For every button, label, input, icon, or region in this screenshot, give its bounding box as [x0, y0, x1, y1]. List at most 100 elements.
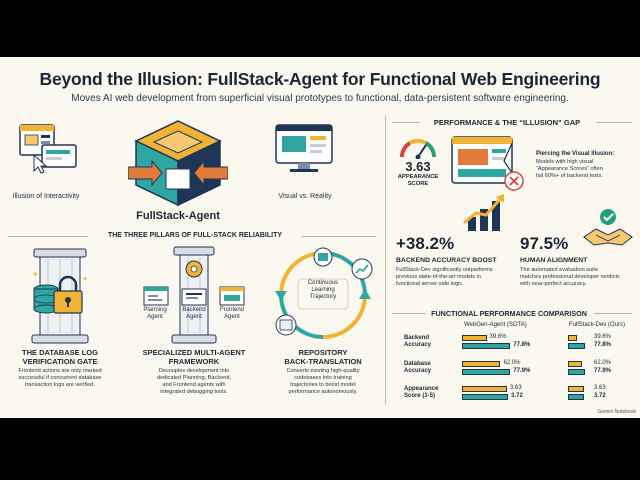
comp-row-3-label-1: Appearance	[404, 386, 439, 392]
comp-row-2-label-1: Database	[404, 361, 431, 367]
pillar-2-title-line-1: SPECIALIZED MULTI-AGENT	[142, 348, 246, 357]
comp-col-webgen: WebGen-Agent (SOTA)	[464, 322, 527, 328]
human-alignment-desc-3: with near-perfect accuracy.	[520, 281, 587, 287]
pillar-1-desc-line-3: transaction logs are verified.	[25, 382, 95, 388]
human-alignment-desc-2: matches professional developer verdicts	[520, 274, 620, 280]
backend-agent-label-1: Backend	[182, 307, 206, 313]
pillar-2-desc-line-3: and Frontend agents with	[162, 382, 226, 388]
page-title: Beyond the Illusion: FullStack-Agent for…	[39, 69, 601, 89]
comp-row-1-label-2: Accuracy	[404, 342, 432, 348]
pillars-rule-right	[302, 236, 376, 237]
frontend-agent-label-1: Frontend	[219, 307, 244, 313]
human-alignment-desc-1: The automated evaluation suite	[520, 267, 599, 273]
gap-rule-left	[392, 122, 420, 123]
pillars-rule-left	[8, 236, 88, 237]
webgen-bar-b-row-3	[462, 394, 509, 400]
planning-agent-label-1: Planning	[143, 307, 167, 313]
appearance-score-label-2: SCORE	[407, 181, 429, 187]
fullstack-value-b-row-3: 3.72	[594, 393, 606, 399]
fullstack-value-a-row-3: 3.63	[594, 385, 606, 391]
appearance-score-label-1: APPEARANCE	[397, 174, 439, 180]
visual-vs-reality-illustration	[275, 124, 333, 172]
pillar-1-title-line-1: THE DATABASE LOG	[22, 348, 98, 357]
pillar-1-desc-line-2: successful if concurrent database	[18, 375, 102, 381]
backend-boost-label: BACKEND ACCURACY BOOST	[396, 257, 497, 264]
comp-col-fullstack: FullStack-Dev (Ours)	[569, 322, 626, 328]
backend-boost-desc-2: previous state-of-the-art models in	[396, 274, 481, 280]
page-subtitle: Moves AI web development from superficia…	[71, 93, 569, 104]
comp-row-2-label-2: Accuracy	[404, 368, 432, 374]
piercing-line-1: Models with high visual	[536, 159, 594, 165]
fullstack-value-b-row-2: 77.9%	[594, 368, 612, 374]
handshake-check-icon	[583, 209, 633, 246]
infographic-slide: Beyond the Illusion: FullStack-Agent for…	[0, 57, 640, 418]
webgen-value-b-row-1: 77.8%	[513, 342, 531, 348]
pillar-2-title-line-2: FRAMEWORK	[168, 357, 220, 366]
pillar-1-title-line-2: VERIFICATION GATE	[22, 357, 98, 366]
svg-text:✦: ✦	[82, 275, 88, 283]
visual-vs-reality-label: Visual vs. Reality	[278, 193, 332, 200]
fullstack-agent-label: FullStack-Agent	[136, 210, 220, 222]
fullstack-agent-cube-illustration	[128, 120, 228, 207]
comp-row-3-label-2: Score (1-5)	[404, 393, 436, 399]
fullstack-bar-b-row-3	[568, 394, 585, 400]
webgen-value-a-row-1: 39.6%	[489, 334, 507, 340]
fullstack-value-a-row-2: 62.0%	[594, 360, 612, 366]
webgen-bar-b-row-1	[462, 343, 511, 349]
frontend-agent-label-2: Agent	[224, 314, 240, 320]
backend-boost-value: +38.2%	[396, 234, 455, 253]
comp-heading: FUNCTIONAL PERFORMANCE COMPARISON	[431, 309, 587, 318]
svg-text:✦: ✦	[32, 270, 39, 279]
fullstack-value-a-row-1: 39.6%	[594, 334, 612, 340]
pillar-3-title-line-1: REPOSITORY	[298, 348, 348, 357]
database-lock-pillar-illustration: ✦ ✦	[31, 248, 89, 344]
backend-boost-desc-3: functional server-side logic.	[396, 281, 464, 287]
growth-chart-icon	[463, 194, 504, 231]
fullstack-bar-b-row-2	[568, 369, 586, 375]
comp-row-1-label-1: Backend	[404, 335, 430, 341]
backend-boost-desc-1: FullStack-Dev significantly outperforms	[396, 267, 493, 273]
piercing-line-3: fail 60%+ of backend tests.	[536, 173, 604, 179]
learning-cycle-illustration	[275, 247, 373, 339]
illusion-interactivity-label: Illusion of Interactivity	[12, 193, 80, 200]
cycle-label-3: Trajectory	[309, 294, 337, 300]
gap-rule-right	[596, 122, 632, 123]
appearance-gauge-icon	[399, 138, 437, 159]
planning-agent-label-2: Agent	[147, 314, 163, 320]
cycle-label-2: Learning	[311, 287, 335, 293]
webgen-value-b-row-3: 3.72	[511, 393, 523, 399]
multi-agent-pillar-illustration	[143, 246, 245, 344]
pillar-2-desc-line-1: Decouples development into	[158, 368, 230, 374]
watermark: Gemini Notebook	[597, 409, 636, 415]
appearance-score-value: 3.63	[405, 159, 431, 174]
fullstack-bar-a-row-1	[568, 335, 577, 341]
pillar-3-title-line-2: BACK-TRANSLATION	[284, 357, 362, 366]
pillar-3-desc-line-3: trajectories to boost model	[290, 382, 356, 388]
human-alignment-value: 97.5%	[520, 234, 569, 253]
pillar-3-desc-line-2: codebases into training	[294, 375, 352, 381]
column-divider	[385, 115, 386, 405]
pillar-2-desc-line-2: dedicated Planning, Backend,	[156, 375, 232, 381]
illusion-interactivity-illustration	[19, 124, 77, 174]
webgen-value-a-row-2: 62.0%	[503, 360, 521, 366]
pillar-3-desc-line-1: Converts existing high-quality	[286, 368, 360, 374]
fullstack-bar-a-row-2	[568, 361, 582, 367]
pillar-2-desc-line-4: integrated debugging tools.	[160, 389, 228, 395]
fullstack-bar-b-row-1	[568, 343, 586, 349]
piercing-line-2: “Appearance Scores” often	[536, 166, 603, 172]
pillar-3-desc-line-4: performance autonomously.	[288, 389, 358, 395]
cycle-label-1: Continuous	[307, 280, 339, 286]
pillars-heading: THE THREE PILLARS OF FULL-STACK RELIABIL…	[107, 232, 283, 239]
piercing-title: Piercing the Visual Illusion:	[536, 151, 615, 157]
pillar-1-desc-line-1: Frontend actions are only marked	[18, 368, 102, 374]
backend-agent-label-2: Agent	[186, 314, 202, 320]
fullstack-value-b-row-1: 77.8%	[594, 342, 612, 348]
webgen-value-a-row-3: 3.63	[510, 385, 522, 391]
comp-rule-right	[594, 313, 632, 314]
fullstack-bar-a-row-3	[568, 386, 584, 392]
webgen-bar-a-row-2	[462, 361, 501, 367]
comp-rule-left	[392, 313, 426, 314]
webgen-value-b-row-2: 77.9%	[513, 368, 531, 374]
webgen-bar-a-row-1	[462, 335, 487, 341]
webgen-bar-a-row-3	[462, 386, 507, 392]
